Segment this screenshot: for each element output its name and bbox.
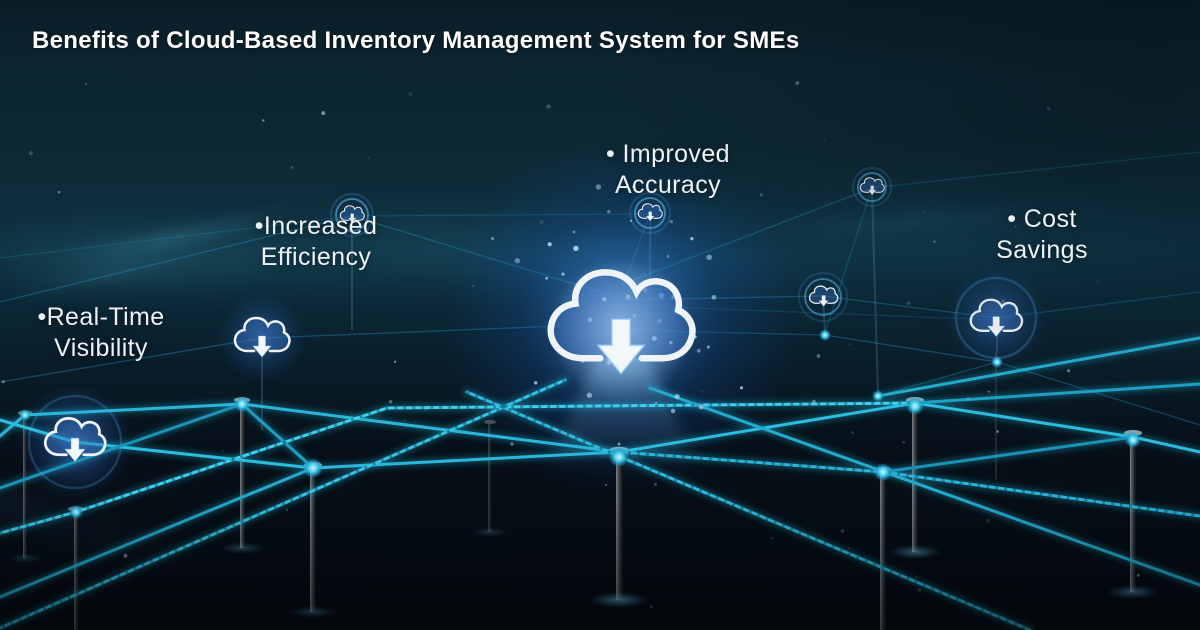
particle-dot bbox=[674, 393, 680, 400]
benefit-line: • Cost bbox=[1007, 205, 1077, 233]
particle-dot bbox=[222, 450, 224, 452]
particle-dot bbox=[706, 345, 710, 349]
particle-dot bbox=[290, 166, 294, 169]
cloud-download-icon bbox=[859, 177, 885, 196]
nail-base-glows bbox=[7, 527, 1159, 618]
particle-dot bbox=[262, 119, 265, 122]
benefit-line: Accuracy bbox=[614, 171, 721, 199]
particle-dot bbox=[966, 396, 970, 400]
particle-dot bbox=[816, 354, 821, 358]
particle-dot bbox=[472, 285, 474, 287]
particle-dot bbox=[650, 605, 653, 609]
particle-dot bbox=[424, 408, 428, 412]
particle-dot bbox=[367, 156, 370, 159]
particle-dot bbox=[1001, 299, 1006, 304]
particle-dot bbox=[388, 399, 393, 404]
particle-dot bbox=[915, 576, 918, 579]
particle-dot bbox=[823, 139, 826, 142]
particle-dot bbox=[922, 210, 925, 213]
particle-dot bbox=[669, 219, 674, 224]
particle-dot bbox=[1, 380, 5, 384]
particle-dot bbox=[394, 360, 397, 363]
particle-dot bbox=[906, 301, 911, 306]
benefit-line: •Real-Time bbox=[37, 303, 165, 331]
particle-dot bbox=[408, 92, 413, 96]
benefit-line: Visibility bbox=[54, 334, 148, 362]
particle-dot bbox=[666, 254, 670, 258]
particle-dot bbox=[561, 272, 565, 276]
particle-dot bbox=[848, 343, 851, 346]
particle-dot bbox=[986, 518, 991, 523]
particle-dot bbox=[607, 209, 611, 214]
particle-dot bbox=[85, 83, 88, 85]
benefit-label-cost-savings: • Cost Savings bbox=[963, 204, 1121, 266]
particle-dot bbox=[547, 242, 552, 247]
benefit-label-improved-accuracy: • Improved Accuracy bbox=[583, 139, 753, 201]
particle-dot bbox=[653, 482, 658, 487]
particle-dot bbox=[491, 236, 495, 241]
particle-dot bbox=[739, 386, 744, 390]
benefit-line: •Increased bbox=[254, 212, 378, 240]
particle-dot bbox=[1096, 280, 1099, 283]
particle-dot bbox=[285, 508, 289, 511]
particle-dot bbox=[321, 111, 326, 116]
particle-dot bbox=[902, 440, 906, 444]
particle-dot bbox=[123, 553, 128, 558]
particle-dot bbox=[539, 219, 544, 224]
particle-dot bbox=[917, 588, 922, 592]
particle-dot bbox=[996, 430, 999, 433]
particle-dot bbox=[670, 408, 676, 414]
particle-dot bbox=[759, 193, 764, 197]
particle-dot bbox=[1067, 369, 1071, 373]
particle-dot bbox=[795, 81, 800, 85]
page-title: Benefits of Cloud-Based Inventory Manage… bbox=[32, 27, 800, 54]
particle-dot bbox=[514, 257, 521, 264]
particle-dot bbox=[586, 392, 593, 398]
particle-dot bbox=[770, 536, 774, 540]
particle-dot bbox=[546, 104, 551, 109]
benefit-line: Savings bbox=[996, 236, 1088, 264]
benefit-line: • Improved bbox=[606, 140, 730, 168]
benefit-label-increased-efficiency: •Increased Efficiency bbox=[238, 211, 394, 273]
particle-dot bbox=[545, 276, 549, 280]
particle-dot bbox=[851, 431, 854, 434]
particle-dot bbox=[700, 390, 703, 393]
particle-dot bbox=[706, 254, 712, 261]
particle-dot bbox=[654, 401, 658, 405]
benefit-line: Efficiency bbox=[260, 243, 372, 271]
particle-dot bbox=[573, 245, 579, 252]
particle-dot bbox=[403, 419, 406, 422]
particle-dot bbox=[812, 399, 816, 404]
particle-dot bbox=[604, 483, 608, 487]
particle-dot bbox=[711, 294, 717, 300]
cloud-download-icon bbox=[808, 285, 839, 308]
particle-dot bbox=[987, 390, 990, 393]
particle-dot bbox=[1046, 106, 1051, 111]
particle-dot bbox=[534, 381, 538, 385]
particle-dot bbox=[840, 529, 845, 533]
benefit-label-real-time-visibility: •Real-Time Visibility bbox=[18, 302, 184, 364]
particle-dot bbox=[617, 442, 621, 446]
particle-dot bbox=[696, 348, 701, 353]
particle-dot bbox=[933, 240, 936, 244]
particle-dot bbox=[690, 237, 694, 241]
particle-dot bbox=[28, 151, 33, 156]
particle-dot bbox=[847, 546, 850, 550]
particle-dot bbox=[698, 404, 704, 410]
particle-dot bbox=[57, 191, 61, 194]
particle-dot bbox=[1136, 573, 1140, 577]
particle-dot bbox=[510, 442, 514, 446]
particle-dot bbox=[572, 230, 576, 234]
